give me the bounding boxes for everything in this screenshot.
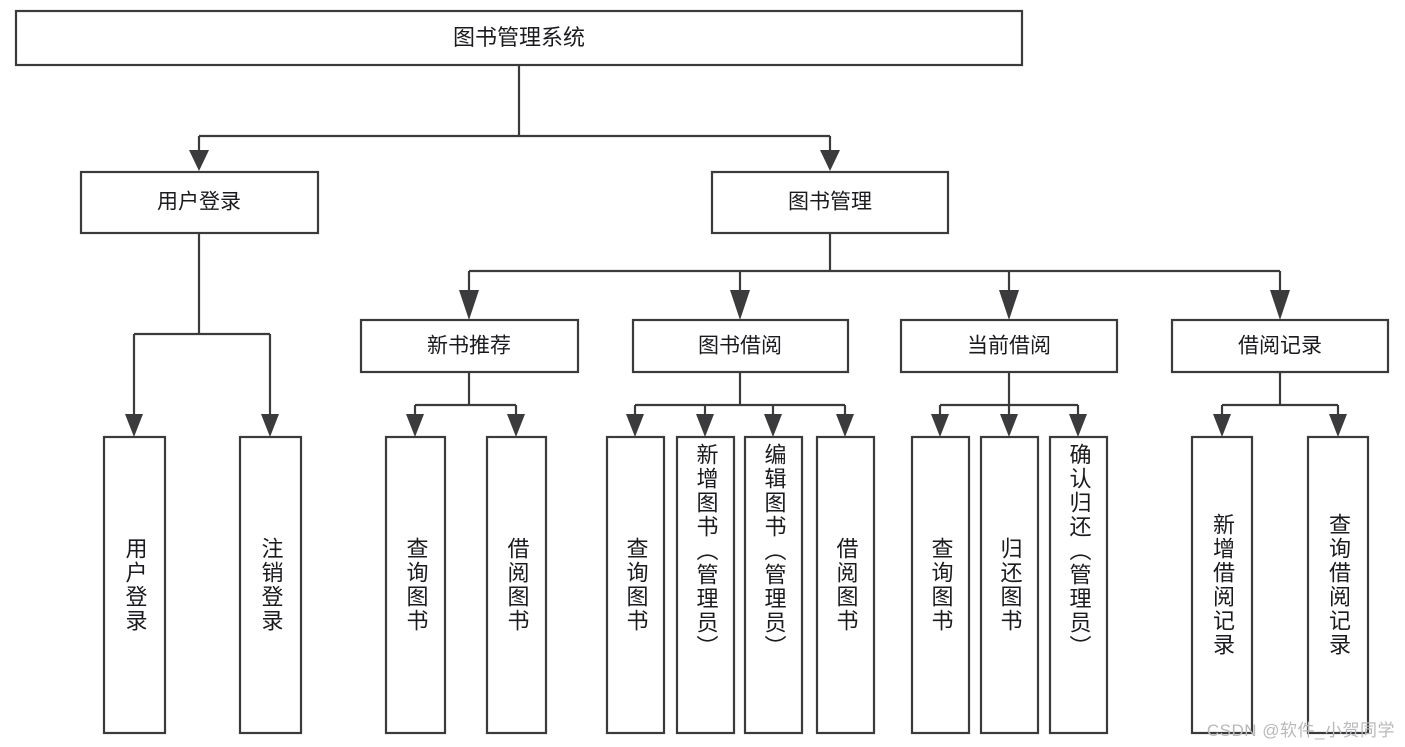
arrow-book-borrow xyxy=(730,290,750,320)
leaf-box-user-login[interactable] xyxy=(102,435,167,735)
arrow-leaf-logout xyxy=(261,414,279,437)
leaf-box-confirm-return-admin[interactable] xyxy=(1048,435,1109,735)
node-new-book-recommend-label: 新书推荐 xyxy=(427,335,511,358)
leaf-box-edit-book-admin[interactable] xyxy=(743,435,804,735)
leaf-box-query-borrow-record[interactable] xyxy=(1306,435,1370,735)
leaf-box-query-book-bb[interactable] xyxy=(605,435,666,735)
arrow-borrowrecord-leaf-1 xyxy=(1213,414,1231,437)
node-book-borrow-label: 图书借阅 xyxy=(698,335,782,358)
node-book-borrow[interactable]: 图书借阅 xyxy=(631,318,850,374)
arrow-book-manage xyxy=(820,150,840,171)
arrow-new-book xyxy=(459,290,479,320)
leaf-box-borrow-book-nb[interactable] xyxy=(485,435,548,735)
leaf-box-add-book-admin[interactable] xyxy=(675,435,736,735)
leaf-box-return-book[interactable] xyxy=(979,435,1040,735)
arrow-user-login xyxy=(189,150,209,171)
leaf-box-logout[interactable] xyxy=(238,435,303,735)
node-current-borrow-label: 当前借阅 xyxy=(967,335,1051,358)
arrow-bookborrow-leaf-3 xyxy=(764,414,782,437)
arrow-current-borrow xyxy=(999,290,1019,320)
leaf-box-query-book-nb[interactable] xyxy=(384,435,447,735)
leaf-box-query-book-cb[interactable] xyxy=(910,435,971,735)
node-root[interactable]: 图书管理系统 xyxy=(14,9,1024,67)
node-user-login[interactable]: 用户登录 xyxy=(79,170,320,235)
leaf-box-borrow-book-bb[interactable] xyxy=(815,435,876,735)
arrow-bookborrow-leaf-2 xyxy=(696,414,714,437)
leaf-box-add-borrow-record[interactable] xyxy=(1190,435,1254,735)
node-book-manage-box[interactable] xyxy=(710,170,950,235)
arrow-newbook-leaf-1 xyxy=(406,414,424,437)
arrow-bookborrow-leaf-4 xyxy=(836,414,854,437)
node-borrow-record-box[interactable] xyxy=(1170,318,1390,374)
arrow-borrow-record xyxy=(1270,290,1290,320)
node-current-borrow[interactable]: 当前借阅 xyxy=(899,318,1119,374)
node-new-book-recommend-box[interactable] xyxy=(359,318,580,374)
node-user-login-label: 用户登录 xyxy=(157,191,241,214)
node-book-manage[interactable]: 图书管理 xyxy=(710,170,950,235)
node-new-book-recommend[interactable]: 新书推荐 xyxy=(359,318,580,374)
arrow-currentborrow-leaf-3 xyxy=(1069,414,1087,437)
node-book-manage-label: 图书管理 xyxy=(788,191,872,214)
connector-layer xyxy=(125,65,1347,437)
arrow-bookborrow-leaf-1 xyxy=(626,414,644,437)
node-user-login-box[interactable] xyxy=(79,170,320,235)
arrow-borrowrecord-leaf-2 xyxy=(1329,414,1347,437)
node-current-borrow-box[interactable] xyxy=(899,318,1119,374)
arrow-newbook-leaf-2 xyxy=(507,414,525,437)
node-borrow-record[interactable]: 借阅记录 xyxy=(1170,318,1390,374)
node-borrow-record-label: 借阅记录 xyxy=(1238,335,1322,358)
node-book-borrow-box[interactable] xyxy=(631,318,850,374)
arrow-currentborrow-leaf-1 xyxy=(931,414,949,437)
node-root-label: 图书管理系统 xyxy=(453,25,585,50)
arrow-leaf-user-login xyxy=(125,414,143,437)
arrow-currentborrow-leaf-2 xyxy=(1000,414,1018,437)
node-root-box[interactable] xyxy=(14,9,1024,67)
